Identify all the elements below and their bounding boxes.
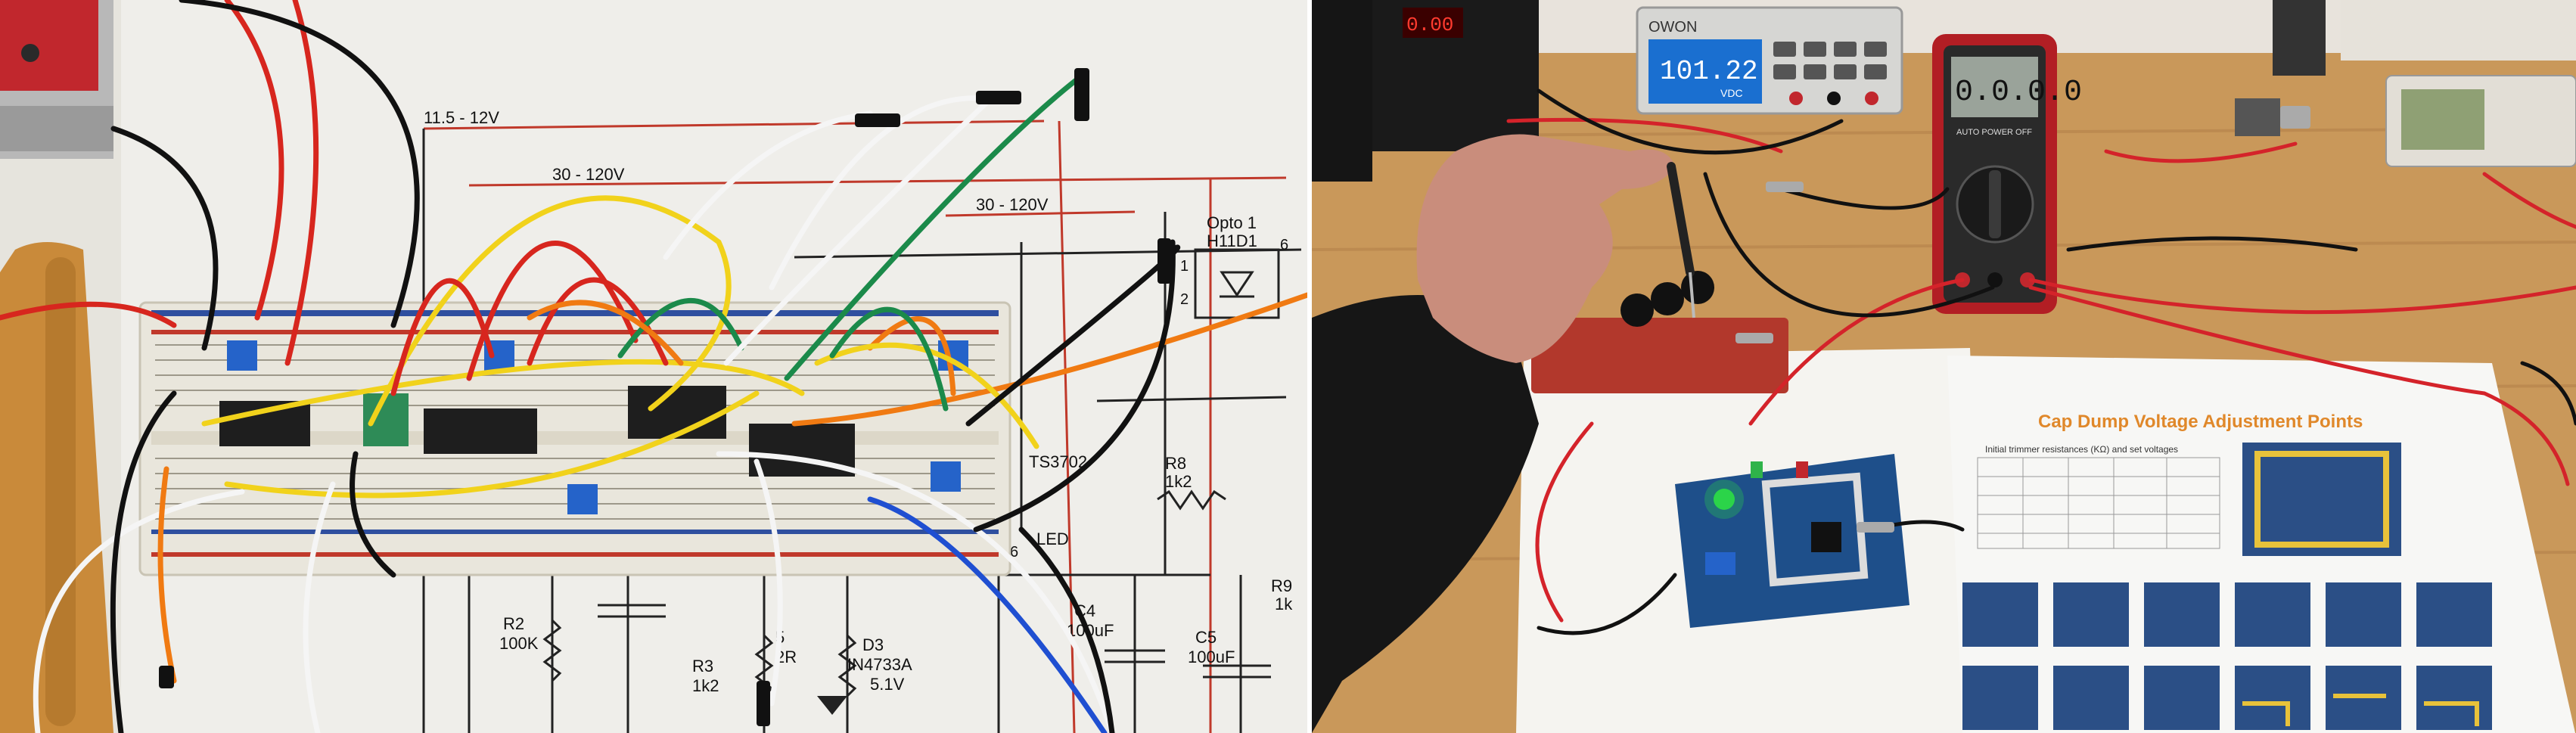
label-pin-6: 6	[1280, 237, 1288, 253]
handheld-lcd	[1951, 57, 2038, 117]
label-r2-value: 100K	[499, 634, 539, 653]
label-rail-30v-b: 30 - 120V	[976, 195, 1049, 214]
test-leads	[1506, 89, 2576, 635]
breadboard-scene: 11.5 - 12V 30 - 120V 30 - 120V Opto 1 H1…	[0, 0, 1307, 733]
arm-sleeve	[1312, 295, 1539, 733]
heatsink-module	[0, 0, 113, 159]
label-c5-value: 100uF	[1188, 648, 1235, 666]
hand	[1416, 134, 1675, 363]
bench-meter-brand: OWON	[1648, 19, 1697, 36]
label-r8-value: 1k2	[1165, 472, 1192, 491]
label-c5-name: C5	[1195, 628, 1217, 647]
handheld-multimeter: 0.0.0.0 AUTO POWER OFF	[1932, 34, 2082, 314]
label-pin-2: 2	[1180, 291, 1189, 308]
label-r3-name: R3	[692, 657, 713, 676]
sheet-subtitle: Initial trimmer resistances (KΩ) and set…	[1985, 444, 2178, 455]
sheet-table	[1977, 457, 2220, 549]
sheet-pcb-thumbnails	[1962, 443, 2492, 730]
left-photo-breadboard: 11.5 - 12V 30 - 120V 30 - 120V Opto 1 H1…	[0, 0, 1307, 733]
photo-divider	[1307, 0, 1312, 733]
bench-meter-reading: 101.22	[1660, 56, 1758, 87]
svg-text:0.00: 0.00	[1406, 14, 1453, 36]
oscilloscope	[2341, 0, 2576, 167]
label-d3-name: D3	[862, 635, 884, 654]
bench-scene: 0.00 OWON 101.22 VDC	[1312, 0, 2576, 733]
right-photo-bench: 0.00 OWON 101.22 VDC	[1312, 0, 2576, 733]
schematic-rails	[423, 120, 1287, 733]
label-r8-name: R8	[1165, 454, 1186, 473]
label-r3-value: 1k2	[692, 676, 719, 695]
label-opto-part: H11D1	[1207, 231, 1257, 250]
label-pin-1: 1	[1180, 258, 1189, 275]
bench-multimeter: OWON 101.22 VDC	[1636, 6, 1903, 115]
label-rail-30v-a: 30 - 120V	[552, 165, 625, 184]
label-r2-name: R2	[503, 614, 524, 633]
handheld-label: AUTO POWER OFF	[1956, 128, 2032, 137]
label-d3-part: IN4733A	[847, 655, 912, 674]
schematic-resistors	[542, 489, 1271, 697]
jumper-wires	[0, 0, 1307, 733]
label-rail-11v: 11.5 - 12V	[424, 108, 499, 127]
handheld-reading: 0.0.0.0	[1955, 76, 2082, 110]
label-r9-name: R9	[1271, 576, 1292, 595]
pcb-under-test	[1675, 454, 1909, 628]
zener-symbol	[817, 696, 847, 715]
amplifier-board	[1531, 271, 1788, 393]
bench-meter-unit: VDC	[1720, 87, 1743, 99]
bench-meter-lcd	[1648, 39, 1762, 104]
label-led: LED	[1036, 530, 1069, 548]
sheet-title: Cap Dump Voltage Adjustment Points	[2038, 412, 2363, 432]
label-r9-value: 1k	[1275, 595, 1293, 613]
label-pin-6b: 6	[1010, 544, 1018, 561]
label-opto-title: Opto 1	[1207, 213, 1257, 232]
label-d3-value: 5.1V	[870, 675, 905, 694]
green-led	[1714, 489, 1735, 510]
label-ic: TS3702	[1029, 452, 1087, 471]
